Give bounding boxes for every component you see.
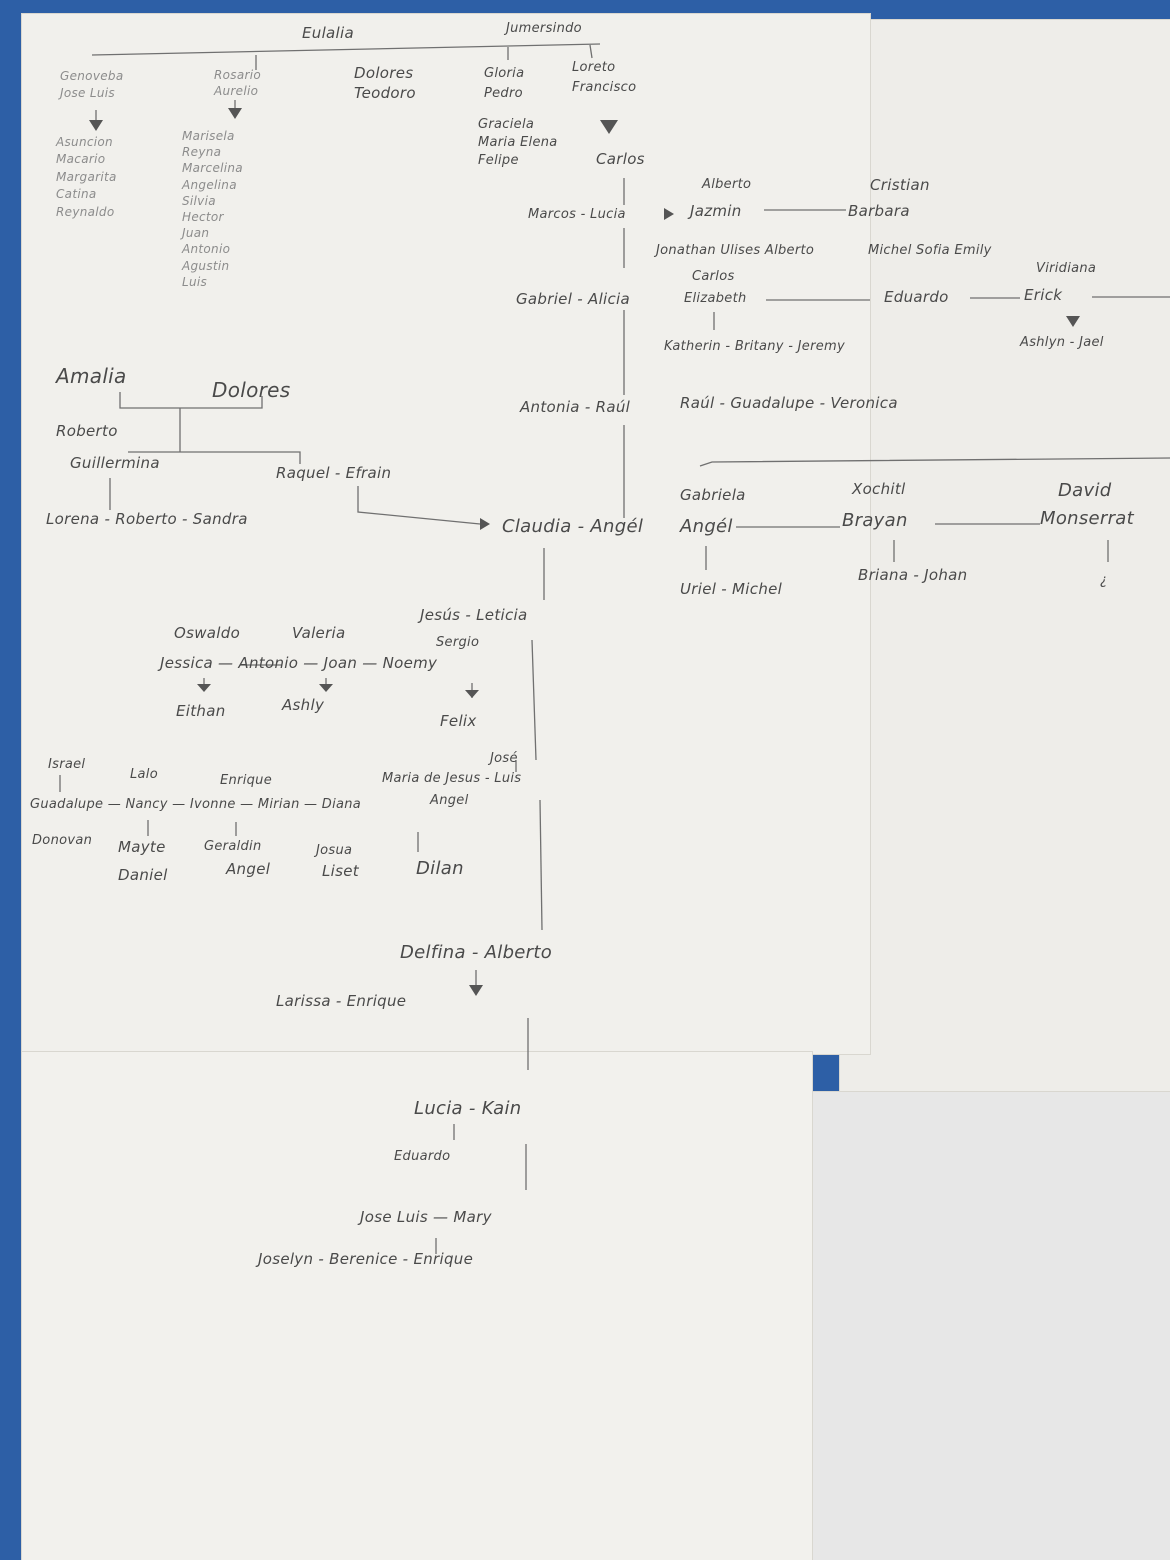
children-list: Joselyn - Berenice - Enrique xyxy=(258,1250,474,1268)
person-name: Eithan xyxy=(176,702,226,720)
children-list: Uriel - Michel xyxy=(680,580,783,598)
person-name: Felix xyxy=(440,712,477,730)
person-name: Eduardo xyxy=(884,288,949,306)
children-list: Guadalupe — Nancy — Ivonne — Mirian — Di… xyxy=(30,797,362,812)
children-list: Michel Sofia Emily xyxy=(868,243,992,258)
paper-sheet-bottom xyxy=(22,1052,812,1560)
children-list: Raúl - Guadalupe - Veronica xyxy=(680,394,898,412)
couple-name: Gabriel - Alicia xyxy=(516,290,631,308)
couple-name: Maria de Jesus - Luis xyxy=(382,771,522,786)
person-name: Alberto xyxy=(702,177,752,192)
person-name: Angel xyxy=(430,793,469,808)
children-list: Katherin - Britany - Jeremy xyxy=(664,339,845,354)
person-name: Genoveba Jose Luis xyxy=(60,69,124,101)
arrow-down-icon xyxy=(228,108,242,119)
children-list: Jessica — Antonio — Joan — Noemy xyxy=(160,654,438,672)
person-name: Amalia xyxy=(56,364,127,388)
arrow-down-icon xyxy=(89,120,103,131)
person-name: Jazmin xyxy=(690,202,742,220)
person-name: Ashly xyxy=(282,696,325,714)
person-name: Sergio xyxy=(436,635,480,650)
person-name: Angél xyxy=(680,516,733,537)
person-name: Roberto xyxy=(56,422,118,440)
arrow-down-icon xyxy=(469,985,483,996)
person-name: Rosario Aurelio xyxy=(214,68,261,98)
arrow-down-icon xyxy=(319,684,333,692)
person-name: Josua xyxy=(316,843,353,858)
couple-name: Antonia - Raúl xyxy=(520,398,631,416)
children-list: Jonathan Ulises Alberto xyxy=(656,243,815,258)
children-list: Briana - Johan xyxy=(858,566,968,584)
person-list: Asuncion Macario Margarita Catina Reynal… xyxy=(56,135,117,219)
person-name: Dolores Teodoro xyxy=(354,64,416,102)
person-name: Oswaldo xyxy=(174,624,241,642)
arrow-right-icon xyxy=(480,518,490,530)
person-name: Brayan xyxy=(842,510,908,531)
ancestor-name: Jumersindo xyxy=(506,21,582,36)
person-name: Lalo xyxy=(130,767,158,782)
person-name: Carlos xyxy=(692,269,735,284)
person-name: Angel xyxy=(226,860,271,878)
person-name: Carlos xyxy=(596,150,645,168)
unknown-marker: ¿ xyxy=(1100,573,1108,588)
person-name: Daniel xyxy=(118,866,168,884)
couple-name: Claudia - Angél xyxy=(502,516,644,537)
person-name: Eduardo xyxy=(394,1149,451,1164)
person-name: Elizabeth xyxy=(684,291,747,306)
person-name: Dolores xyxy=(212,378,291,402)
person-name: Donovan xyxy=(32,833,93,848)
person-name: José xyxy=(490,751,518,766)
ancestor-name: Eulalia xyxy=(302,24,354,42)
person-name: Mayte xyxy=(118,838,166,856)
person-name: Guillermina xyxy=(70,454,160,472)
person-name: Gloria Pedro xyxy=(484,66,525,102)
person-name: Dilan xyxy=(416,858,464,879)
person-name: Barbara xyxy=(848,202,910,220)
couple-name: Larissa - Enrique xyxy=(276,992,407,1010)
arrow-right-icon xyxy=(664,208,674,220)
children-list: Lorena - Roberto - Sandra xyxy=(46,510,248,528)
person-list: Marisela Reyna Marcelina Angelina Silvia… xyxy=(182,129,243,289)
person-name: Liset xyxy=(322,862,359,880)
arrow-down-icon xyxy=(465,690,479,698)
couple-name: Jesús - Leticia xyxy=(420,606,528,624)
person-name: Enrique xyxy=(220,773,272,788)
couple-name: Lucia - Kain xyxy=(414,1098,522,1119)
arrow-down-icon xyxy=(197,684,211,692)
couple-name: Delfina - Alberto xyxy=(400,942,553,963)
couple-name: Marcos - Lucia xyxy=(528,207,626,222)
paper-sheet-right xyxy=(840,20,1170,1115)
couple-name: Jose Luis — Mary xyxy=(360,1208,492,1226)
person-name: Valeria xyxy=(292,624,346,642)
person-name: Monserrat xyxy=(1040,508,1134,529)
children-list: Ashlyn - Jael xyxy=(1020,335,1104,350)
person-list: Graciela Maria Elena Felipe xyxy=(478,117,558,169)
person-name: Erick xyxy=(1024,286,1063,304)
arrow-down-icon xyxy=(600,120,618,134)
person-name: Gabriela xyxy=(680,486,746,504)
person-name: Cristian xyxy=(870,176,930,194)
person-name: Israel xyxy=(48,757,86,772)
paper-sheet-main xyxy=(22,14,870,1054)
couple-name: Raquel - Efrain xyxy=(276,464,392,482)
person-name: Viridiana xyxy=(1036,261,1097,276)
person-name: David xyxy=(1058,480,1112,501)
paper-sheet-bottom-right xyxy=(812,1092,1170,1560)
person-name: Loreto Francisco xyxy=(572,60,637,96)
person-name: Geraldin xyxy=(204,839,262,854)
arrow-down-icon xyxy=(1066,316,1080,327)
person-name: Xochitl xyxy=(852,480,906,498)
